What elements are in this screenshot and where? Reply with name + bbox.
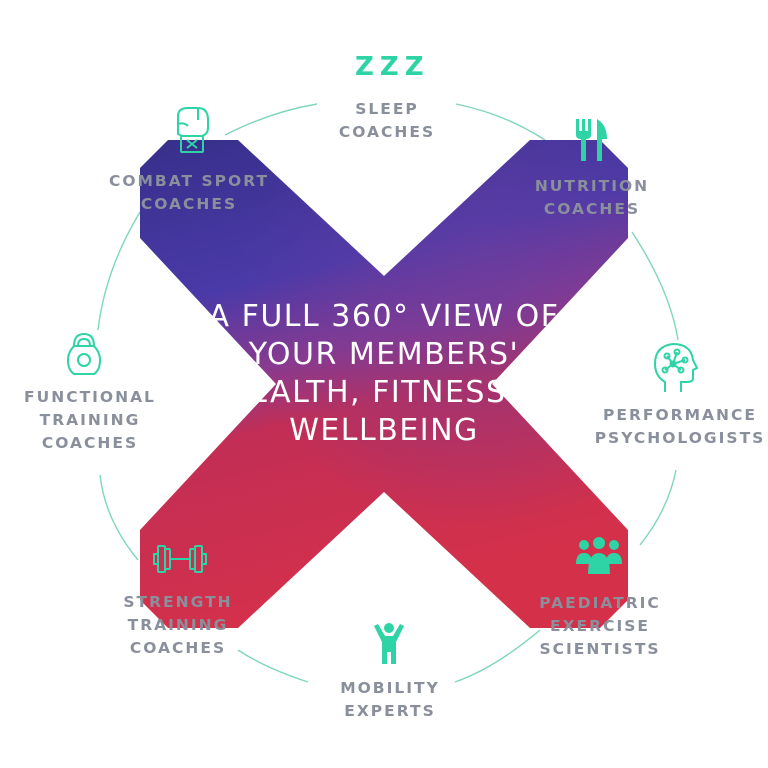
label-line: SCIENTISTS <box>539 640 661 658</box>
ring-arc <box>639 469 677 546</box>
x-shape <box>140 140 628 628</box>
node-label-functional: FUNCTIONAL TRAINING COACHES <box>24 386 156 455</box>
fork-knife-icon <box>576 119 607 161</box>
group-people-icon <box>576 537 622 574</box>
boxing-glove-icon <box>177 107 209 153</box>
label-line: COMBAT SPORT <box>108 172 270 190</box>
dumbbell-icon <box>153 545 207 573</box>
ring-arc <box>455 103 546 141</box>
label-line: COACHES <box>129 639 227 657</box>
node-label-sleep: SLEEP COACHES <box>339 98 435 144</box>
ring-arc <box>97 211 141 331</box>
node-label-performance: PERFORMANCE PSYCHOLOGISTS <box>595 404 766 450</box>
label-line: TRAINING <box>127 616 229 634</box>
ring-arc <box>454 629 541 683</box>
center-headline: A FULL 360° VIEW OF YOUR MEMBERS' HEALTH… <box>194 298 574 450</box>
person-stretch-icon <box>374 623 404 664</box>
ring-arc <box>631 231 679 341</box>
headline-line: HEALTH, FITNESS & <box>225 375 543 410</box>
ring-arc <box>99 474 139 561</box>
kettlebell-icon <box>66 332 102 375</box>
label-line: COACHES <box>140 195 238 213</box>
label-line: COACHES <box>543 200 641 218</box>
node-label-combat: COMBAT SPORT COACHES <box>109 170 269 216</box>
label-line: NUTRITION <box>534 177 650 195</box>
headline-line: WELLBEING <box>289 413 479 448</box>
label-line: MOBILITY <box>340 679 440 697</box>
label-line: FUNCTIONAL <box>24 388 156 406</box>
x-mark-glow <box>140 140 628 628</box>
node-label-mobility: MOBILITY EXPERTS <box>340 677 440 723</box>
label-line: STRENGTH <box>123 593 233 611</box>
label-line: EXPERTS <box>344 702 436 720</box>
label-line: PAEDIATRIC <box>539 594 661 612</box>
label-line: COACHES <box>338 123 436 141</box>
label-line: PERFORMANCE <box>603 406 757 424</box>
label-line: TRAINING <box>39 411 141 429</box>
node-label-strength: STRENGTH TRAINING COACHES <box>123 591 232 660</box>
node-label-paediatric: PAEDIATRIC EXERCISE SCIENTISTS <box>539 592 661 661</box>
headline-line: YOUR MEMBERS' <box>248 337 520 372</box>
ring <box>97 103 679 683</box>
headline-line: A FULL 360° VIEW OF <box>208 299 560 334</box>
label-line: COACHES <box>41 434 139 452</box>
label-line: SLEEP <box>355 100 419 118</box>
brain-head-icon <box>653 342 699 392</box>
label-line: EXERCISE <box>550 617 650 635</box>
ring-arc <box>224 103 318 136</box>
ring-arc <box>237 649 309 683</box>
node-label-nutrition: NUTRITION COACHES <box>535 175 649 221</box>
zzz-icon: ZZZ <box>355 52 430 82</box>
label-line: PSYCHOLOGISTS <box>594 429 766 447</box>
